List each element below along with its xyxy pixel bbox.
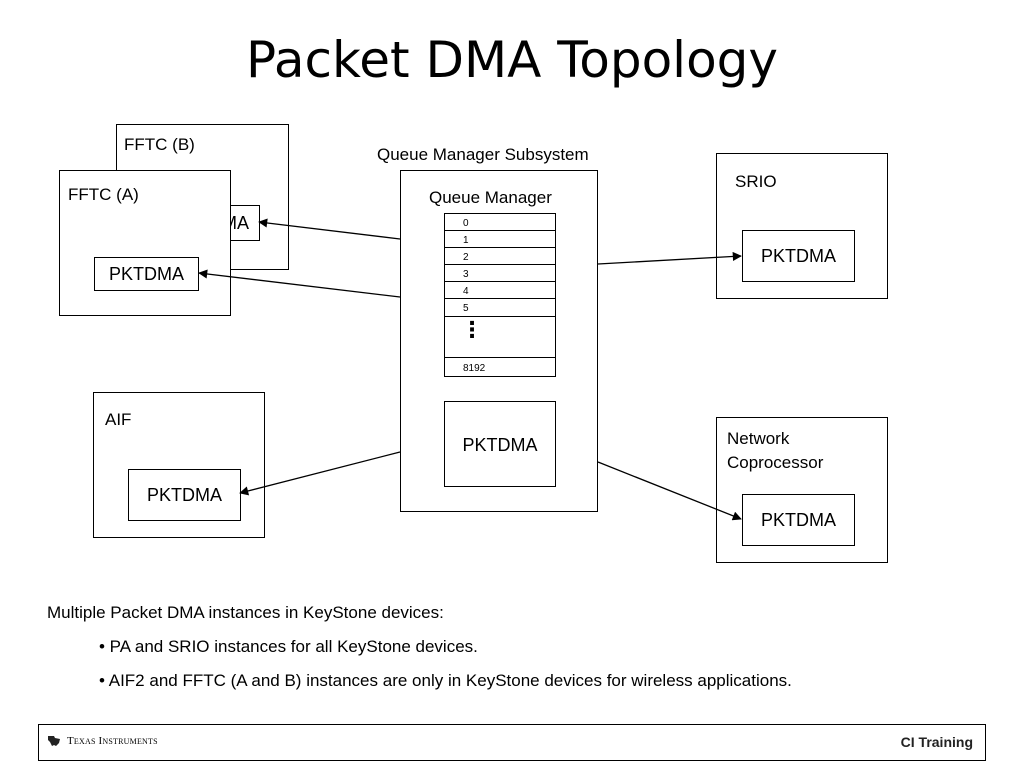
netcp-label-line2: Coprocessor	[727, 453, 824, 472]
description-intro: Multiple Packet DMA instances in KeySton…	[47, 603, 444, 622]
arrow-to-fftc-a	[198, 269, 401, 298]
aif-label: AIF	[105, 410, 132, 429]
aif-block: AIF PKTDMA	[93, 392, 265, 538]
queue-list: 0 1 2 3 4 5 ⋮ 8192	[444, 213, 556, 377]
queue-row: 3	[445, 265, 555, 282]
fftc-a-pktdma-label: PKTDMA	[108, 263, 184, 284]
queue-row: 4	[445, 282, 555, 299]
arrow-to-srio	[597, 251, 742, 265]
page-title: Packet DMA Topology	[246, 31, 778, 89]
queue-row: 1	[445, 231, 555, 248]
arrow-to-netcp	[597, 461, 742, 521]
qms-label: Queue Manager Subsystem	[377, 145, 589, 164]
footer-company: Texas Instruments	[67, 735, 158, 747]
description-bullet: • AIF2 and FFTC (A and B) instances are …	[99, 671, 792, 690]
queue-row-last: 8192	[463, 363, 486, 374]
netcp-pktdma-label: PKTDMA	[760, 509, 836, 530]
srio-pktdma: PKTDMA	[742, 230, 855, 282]
fftc-b-label: FFTC (B)	[124, 135, 195, 154]
queue-ellipsis: ⋮	[461, 317, 483, 342]
queue-manager-label: Queue Manager	[429, 188, 552, 207]
ti-logo: Texas Instruments	[47, 734, 158, 748]
texas-instruments-logo-icon	[48, 736, 60, 746]
aif-pktdma-label: PKTDMA	[146, 484, 222, 505]
queue-row: 2	[445, 248, 555, 265]
description-bullet: • PA and SRIO instances for all KeyStone…	[99, 637, 478, 656]
footer-bar: Texas Instruments CI Training	[38, 724, 986, 761]
queue-row: 5	[463, 303, 469, 314]
queue-manager-subsystem: Queue Manager 0 1 2 3 4 5 ⋮ 8192 PKTDMA	[400, 170, 598, 512]
qm-pktdma: PKTDMA	[444, 401, 556, 487]
netcp-pktdma: PKTDMA	[742, 494, 855, 546]
footer-training: CI Training	[900, 734, 973, 750]
srio-label: SRIO	[735, 172, 777, 191]
queue-ellipsis-row: ⋮	[445, 316, 555, 358]
fftc-a-block: FFTC (A) PKTDMA	[59, 170, 231, 316]
arrow-to-fftc-b	[258, 218, 401, 240]
network-coprocessor-block: Network Coprocessor PKTDMA	[716, 417, 888, 563]
aif-pktdma: PKTDMA	[128, 469, 241, 521]
fftc-a-label: FFTC (A)	[68, 185, 139, 204]
srio-block: SRIO PKTDMA	[716, 153, 888, 299]
netcp-label-line1: Network	[727, 429, 790, 448]
arrow-to-aif	[239, 451, 401, 496]
queue-row: 0	[445, 214, 555, 231]
qm-pktdma-label: PKTDMA	[462, 435, 538, 455]
srio-pktdma-label: PKTDMA	[760, 245, 836, 266]
